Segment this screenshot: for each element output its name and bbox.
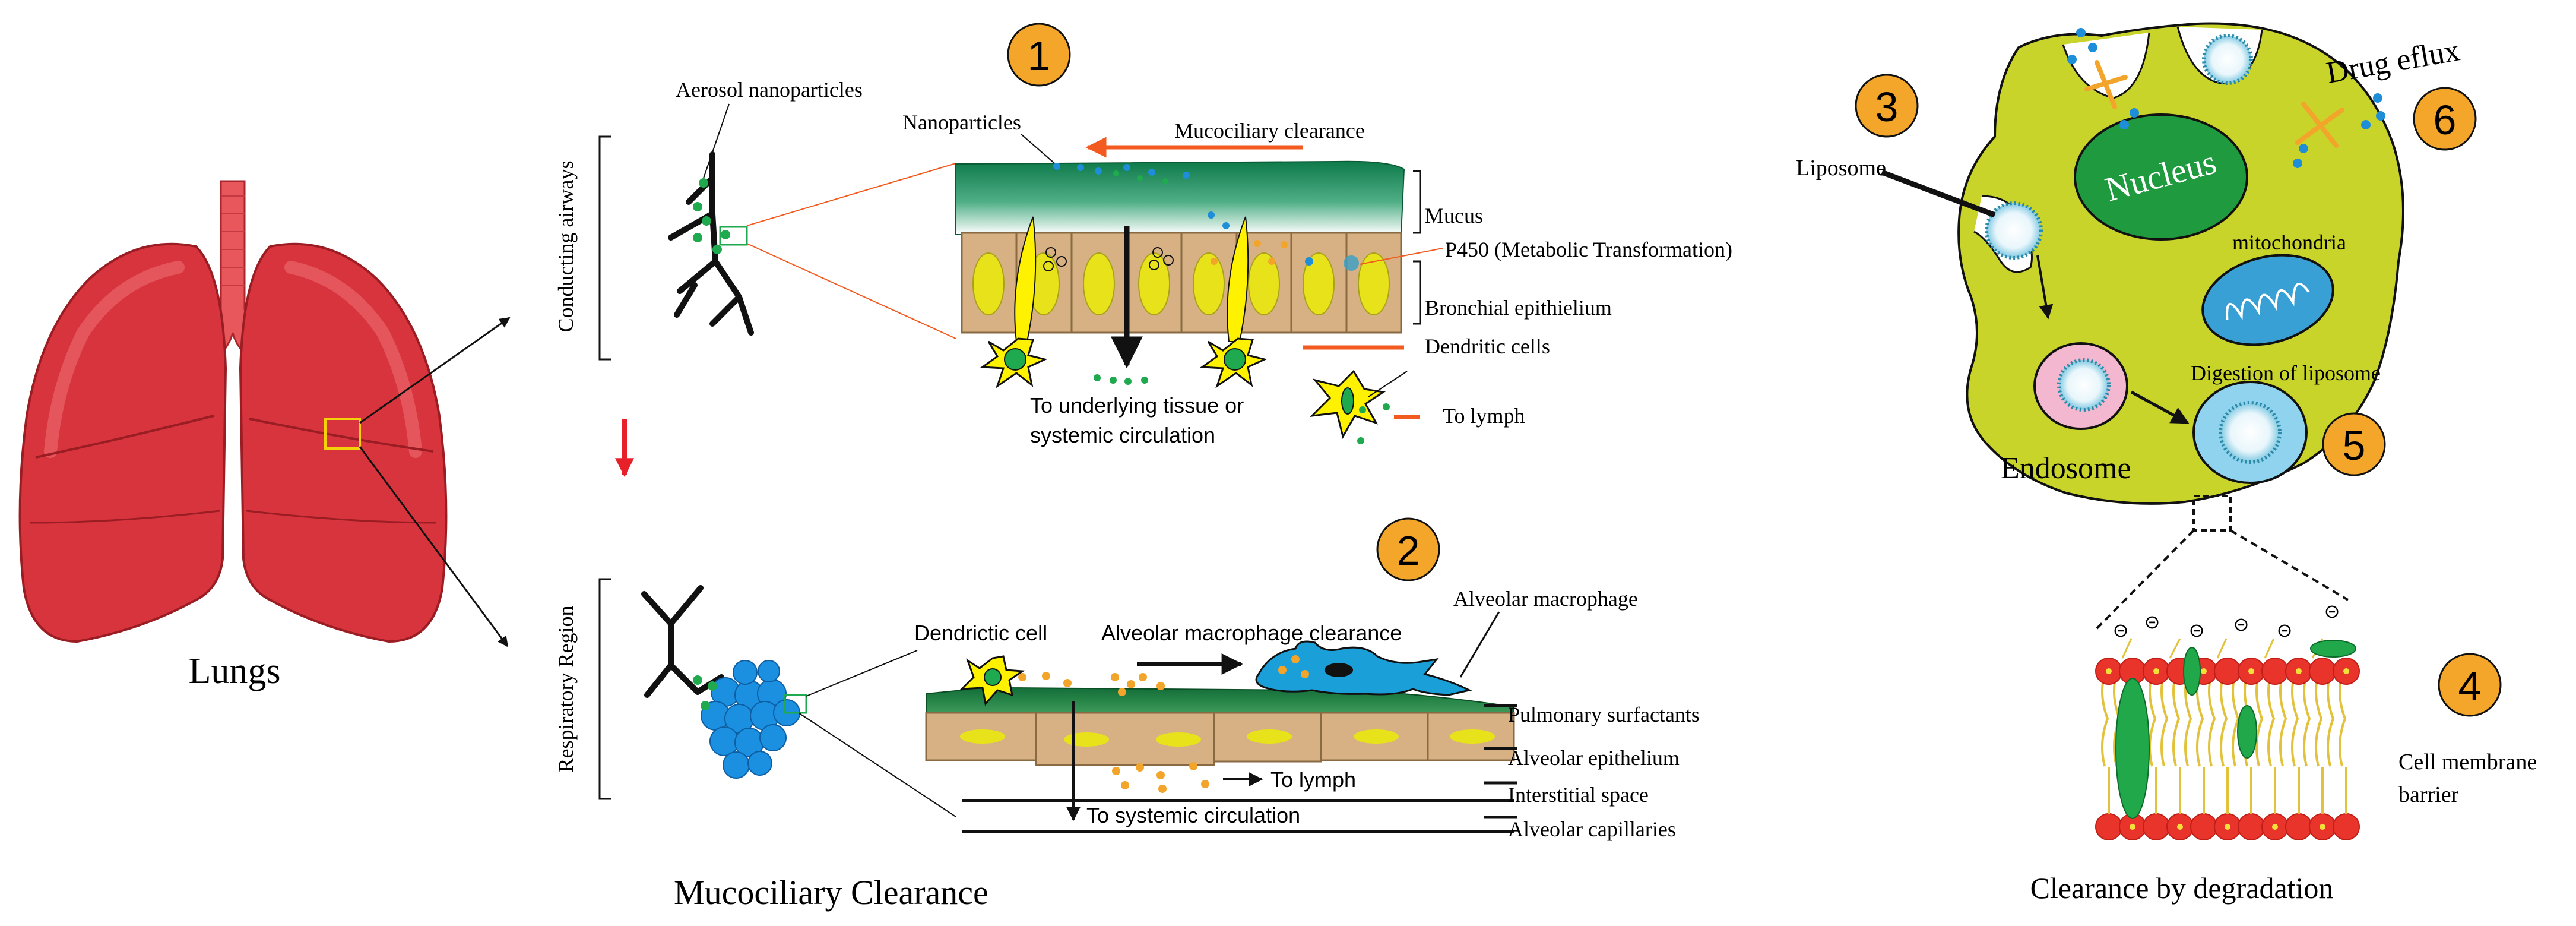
p450-label: P450 (Metabolic Transformation)	[1445, 238, 1732, 261]
to-lymph-label: To lymph	[1443, 404, 1525, 428]
alveolar-epithelium-cells	[925, 712, 1515, 766]
lungs-illustration: Lungs	[18, 180, 511, 691]
alveolar-macrophage-label: Alveolar macrophage	[1453, 587, 1638, 611]
step-4-number: 4	[2458, 663, 2482, 709]
step-6-number: 6	[2434, 97, 2457, 143]
alveoli-cluster	[701, 660, 800, 779]
step-4-badge	[2438, 653, 2502, 717]
surface-liposome-icon	[2202, 34, 2253, 85]
dendritic-cell-label: Dendrictic cell	[914, 621, 1047, 645]
liposome-icon	[1985, 201, 2043, 260]
aerosol-nanoparticles-label: Aerosol nanoparticles	[676, 78, 863, 102]
panel-1-conducting-airway: 1 Nanoparticles Mucociliary clearance	[746, 23, 1732, 447]
svg-text:⊝: ⊝	[2324, 601, 2340, 622]
step-1-badge	[1007, 23, 1071, 87]
drug-efflux-label: Drug eflux	[2324, 33, 2462, 90]
mucociliary-clearance-label: Mucociliary clearance	[1174, 119, 1365, 143]
lung-zoom-box	[324, 418, 361, 450]
mitochondria-label: mitochondria	[2232, 230, 2346, 254]
liposome-pointer	[1881, 169, 1996, 218]
svg-text:⊝: ⊝	[2144, 611, 2160, 633]
alveolar-dendritic-cell-icon	[959, 655, 1025, 706]
step-6-badge	[2413, 87, 2477, 151]
cell-diagram: Nucleus mitochondria Endosome Digestion …	[1796, 22, 2477, 505]
mucus-nanoparticles	[1053, 163, 1359, 271]
nanoparticles-label: Nanoparticles	[902, 110, 1021, 134]
step-2-number: 2	[1397, 527, 1420, 574]
cell-membrane-label-line1: Cell membrane	[2398, 750, 2537, 775]
alveolar-epithelium-label: Alveolar epithelium	[1508, 746, 1680, 770]
svg-text:⊝: ⊝	[2189, 620, 2205, 641]
airway-schematics: Conducting airways Respiratory Region Ae…	[554, 78, 956, 817]
conducting-airways-label: Conducting airways	[554, 161, 578, 333]
dendritic-cell-icon	[1199, 337, 1268, 388]
to-systemic-circulation-label: To systemic circulation	[1086, 803, 1300, 827]
negative-charges: ⊝ ⊝ ⊝ ⊝ ⊝ ⊝	[2113, 601, 2340, 641]
pulmonary-surfactants-label: Pulmonary surfactants	[1508, 703, 1700, 726]
respiratory-region-label: Respiratory Region	[554, 606, 578, 773]
step-3-number: 3	[1875, 84, 1899, 130]
drug-efflux-pump-icon	[2084, 60, 2344, 148]
alveolar-macrophage-icon	[1255, 640, 1472, 696]
interstitial-space-label: Interstitial space	[1508, 783, 1649, 807]
macrophage-clearance-label: Alveolar macrophage clearance	[1101, 621, 1402, 645]
to-underlying-tissue-line2: systemic circulation	[1030, 423, 1215, 447]
liposome-label: Liposome	[1796, 156, 1886, 181]
dendritic-cell-icon	[980, 337, 1048, 388]
alveolar-capillaries-label: Alveolar capillaries	[1508, 817, 1676, 841]
digestion-label: Digestion of liposome	[2191, 361, 2381, 385]
mitochondria-icon	[2201, 254, 2334, 346]
mucociliary-clearance-caption: Mucociliary Clearance	[674, 873, 988, 912]
step-1-number: 1	[1028, 33, 1051, 79]
lungs-caption: Lungs	[189, 651, 281, 691]
step-2-badge	[1376, 517, 1440, 581]
svg-text:⊝: ⊝	[2277, 620, 2293, 641]
bronchial-epithelium-label: Bronchial epithielium	[1425, 296, 1612, 320]
mucus-layer	[955, 160, 1405, 235]
transmembrane-protein-icon	[2115, 678, 2150, 819]
endosome-label: Endosome	[2001, 451, 2131, 485]
clearance-by-degradation-caption: Clearance by degradation	[2030, 871, 2334, 905]
step-3-badge	[1855, 74, 1919, 138]
bronchial-epithelium-cells	[961, 216, 1402, 342]
migrating-dendritic-cell-icon	[1309, 369, 1408, 444]
svg-text:⊝: ⊝	[2113, 620, 2129, 641]
svg-text:⊝: ⊝	[2233, 614, 2249, 635]
step-5-number: 5	[2343, 422, 2366, 469]
cell-membrane-zoom: ⊝ ⊝ ⊝ ⊝ ⊝ ⊝ 4 Cell membrane barrier Clea…	[2030, 495, 2537, 905]
step-5-badge	[2322, 412, 2386, 476]
panel-2-respiratory-region: 2 Dendrictic cell Alveolar macrophage cl…	[914, 517, 1700, 841]
cell-membrane-label-line2: barrier	[2398, 782, 2459, 807]
panel2-to-lymph-label: To lymph	[1270, 767, 1356, 792]
mucus-label: Mucus	[1425, 204, 1483, 227]
dendritic-cells-label: Dendritic cells	[1425, 334, 1550, 358]
to-underlying-tissue-line1: To underlying tissue or	[1030, 393, 1244, 418]
nucleus-icon	[2074, 113, 2248, 241]
